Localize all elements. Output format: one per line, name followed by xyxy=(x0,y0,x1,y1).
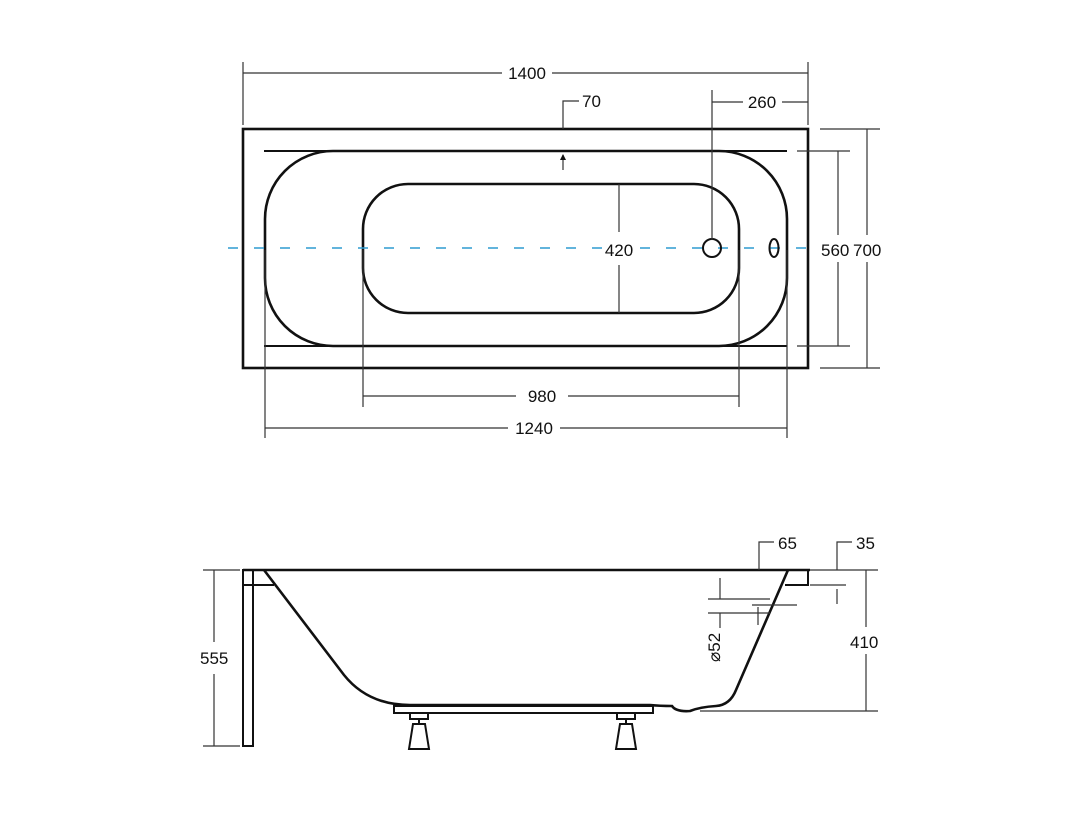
base-frame xyxy=(393,705,654,714)
dim-drain-offset: 260 xyxy=(748,93,776,112)
arrow-icon xyxy=(560,154,566,160)
dim-overall-width: 700 xyxy=(853,241,881,260)
rim-right-block xyxy=(785,570,809,586)
dim-rim-thickness: 65 xyxy=(778,534,797,553)
dim-rim-width: 70 xyxy=(582,92,601,111)
dim-basin-width: 420 xyxy=(605,241,633,260)
dim-front-step: 35 xyxy=(856,534,875,553)
top-view: 1400 70 260 420 560 700 980 xyxy=(228,62,881,438)
dim-bottom-length: 980 xyxy=(528,387,556,406)
dim-overall-height: 555 xyxy=(200,649,228,668)
dim-leader xyxy=(836,541,852,570)
dim-inner-depth: 410 xyxy=(850,633,878,652)
dim-inner-width: 560 xyxy=(821,241,849,260)
leg-right xyxy=(614,712,638,750)
dim-leader xyxy=(562,100,579,129)
front-panel xyxy=(242,569,254,747)
dim-overflow-diameter: ⌀52 xyxy=(705,633,724,662)
outer-rim-outline xyxy=(241,127,810,370)
tub-body-profile xyxy=(262,569,790,713)
dim-leader xyxy=(758,541,774,570)
leg-left xyxy=(407,712,431,750)
overflow-icon xyxy=(768,238,780,258)
dim-overall-length: 1400 xyxy=(508,64,546,83)
dim-inner-length: 1240 xyxy=(515,419,553,438)
side-view: ⌀52 65 35 410 555 xyxy=(200,534,878,750)
basin-outline xyxy=(263,149,789,348)
